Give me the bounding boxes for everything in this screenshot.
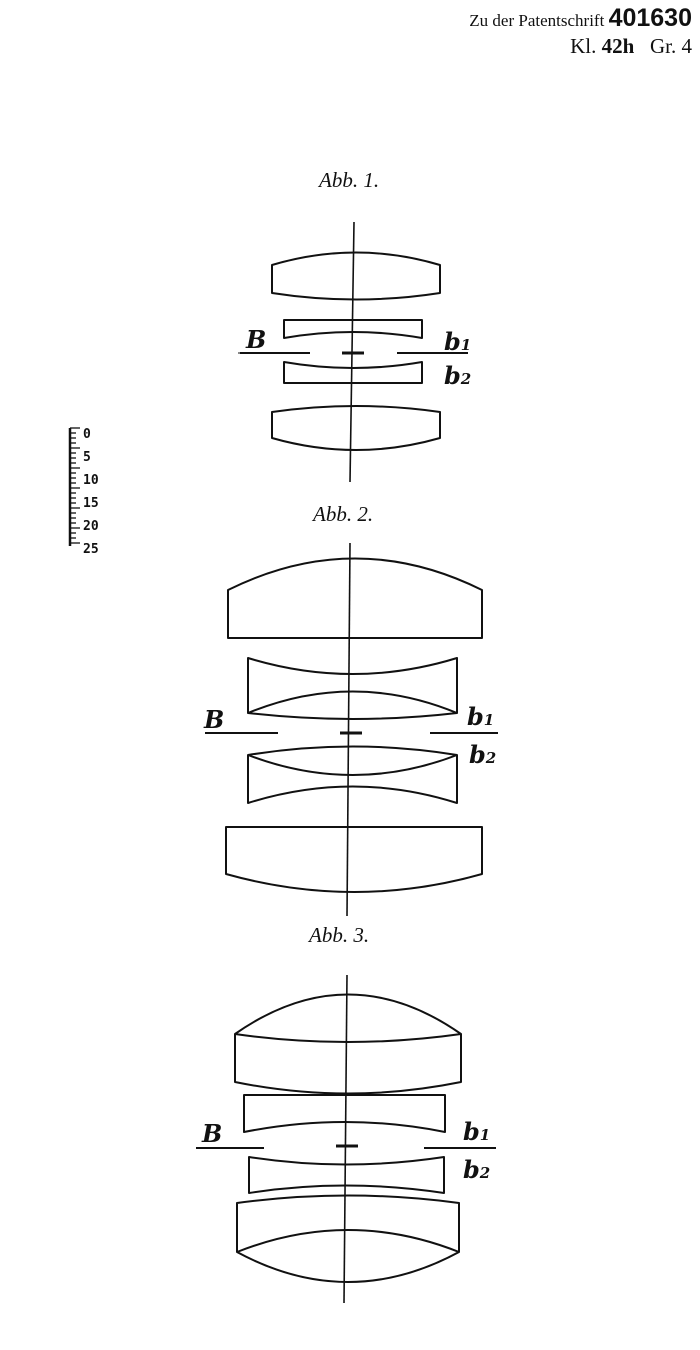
label-B: B xyxy=(245,325,266,354)
figure-caption-1: Abb. 1. xyxy=(319,168,380,192)
figure-3-drawing: B b1 b2 xyxy=(196,974,496,1304)
patent-classification: Kl. 42h Gr. 4 xyxy=(570,34,692,59)
scale-bar: 0 5 10 15 20 25 xyxy=(68,427,99,557)
label-b1: b1 xyxy=(463,1117,490,1146)
lens-element xyxy=(247,745,458,804)
lens-surface xyxy=(236,1229,460,1253)
patent-prefix: Zu der Patentschrift xyxy=(469,11,605,30)
label-b2: b2 xyxy=(469,740,496,769)
label-B: B xyxy=(203,705,224,734)
optical-axis xyxy=(343,974,348,1304)
figure-2-drawing: B b1 b2 xyxy=(203,542,498,917)
gr-label: Gr. xyxy=(650,34,677,58)
figure-caption-3: Abb. 3. xyxy=(309,923,370,947)
figure-1-drawing: B b1 b2 xyxy=(238,221,471,483)
lens-surface xyxy=(234,1033,462,1043)
label-b1: b1 xyxy=(467,702,494,731)
patent-number: 401630 xyxy=(608,4,692,32)
kl-value: 42h xyxy=(601,34,635,58)
lens-element xyxy=(271,251,441,301)
label-b2: b2 xyxy=(444,361,471,390)
kl-label: Kl. xyxy=(570,34,597,58)
scale-tick-label: 25 xyxy=(83,542,99,557)
lens-element xyxy=(227,557,483,639)
gr-value: 4 xyxy=(681,34,693,58)
scale-tick-label: 20 xyxy=(83,519,99,534)
optical-axis xyxy=(346,542,351,917)
scale-tick-label: 0 xyxy=(83,427,91,442)
label-b1: b1 xyxy=(444,327,471,356)
lens-surface xyxy=(247,754,458,776)
lens-element xyxy=(234,993,462,1095)
scale-tick-label: 5 xyxy=(83,450,91,465)
lens-element xyxy=(225,826,483,893)
lens-element xyxy=(283,319,423,339)
figure-caption-2: Abb. 2. xyxy=(313,502,374,526)
lens-element xyxy=(283,361,423,384)
scale-tick-label: 10 xyxy=(83,473,99,488)
lens-element xyxy=(247,657,458,720)
label-b2: b2 xyxy=(463,1155,490,1184)
patent-header: Zu der Patentschrift 401630 xyxy=(469,4,692,33)
label-B: B xyxy=(201,1119,222,1148)
lens-element xyxy=(248,1156,445,1194)
lens-element xyxy=(243,1094,446,1133)
scale-tick-label: 15 xyxy=(83,496,99,511)
lens-element xyxy=(236,1194,460,1283)
lens-surface xyxy=(247,690,458,714)
lens-element xyxy=(271,405,441,451)
